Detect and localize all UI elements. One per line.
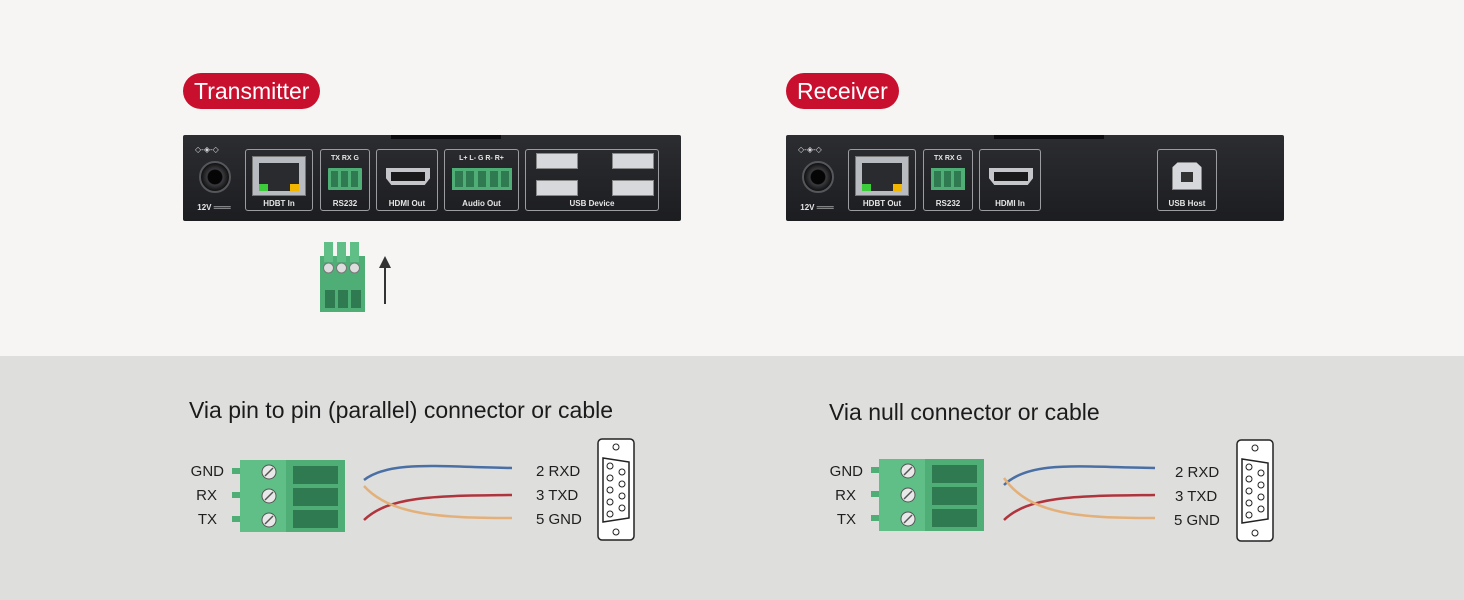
usb-b-icon [1172, 162, 1202, 190]
hdbt-label: HDBT Out [862, 199, 902, 208]
power-jack-icon [802, 161, 834, 193]
terminal-block-icon [328, 168, 362, 190]
transmitter-badge: Transmitter [183, 73, 321, 109]
usb-device-port: USB Device [525, 149, 659, 211]
device-lip [391, 135, 501, 139]
null-title: Via null connector or cable [829, 399, 1100, 425]
terminal-block-icon [871, 459, 984, 531]
usb-host-label: USB Host [1168, 199, 1206, 208]
power-jack-icon [199, 161, 231, 193]
hdbt-port: HDBT In [245, 149, 313, 211]
hdmi-label: HDMI In [995, 199, 1025, 208]
audio-label: Audio Out [462, 199, 501, 208]
pin-label-tx: TX [836, 511, 856, 528]
hdmi-icon [989, 168, 1033, 185]
device-lip [994, 135, 1104, 139]
db9-label-gnd: 5 GND [536, 511, 582, 528]
pin-label-rx: RX [835, 487, 856, 504]
transmitter-device: ◇-◈-◇ 12V ═══ HDBT In TX RX G RS232 HDMI… [183, 135, 681, 221]
hdmi-label: HDMI Out [388, 199, 426, 208]
hdmi-icon [386, 168, 430, 185]
rs232-label: RS232 [935, 199, 961, 208]
db9-label-rxd: 2 RXD [1175, 464, 1220, 481]
pin-label-gnd: GND [829, 463, 863, 480]
receiver-badge: Receiver [786, 73, 899, 109]
arrow-up-icon [379, 256, 391, 304]
audio-port: L+ L- G R- R+ Audio Out [444, 149, 519, 211]
power-label: 12V ═══ [197, 203, 231, 212]
rs232-pin-labels: TX RX G [330, 155, 359, 162]
receiver-device: ◇-◈-◇ 12V ═══ HDBT Out TX RX G RS232 HDM… [786, 135, 1284, 221]
pin-label-tx: TX [197, 511, 217, 528]
rs232-port: TX RX G RS232 [320, 149, 370, 211]
power-port: ◇-◈-◇ 12V ═══ [193, 143, 235, 215]
terminal-block-icon [232, 460, 345, 532]
rj45-icon [252, 156, 306, 196]
db9-label-rxd: 2 RXD [536, 463, 581, 480]
db9-label-txd: 3 TXD [536, 487, 579, 504]
usb-device-label: USB Device [569, 199, 615, 208]
usb-a-icon [612, 153, 654, 169]
pin-label-rx: RX [196, 487, 217, 504]
rs232-label: RS232 [332, 199, 358, 208]
db9-connector-icon [1236, 439, 1274, 542]
usb-host-port: USB Host [1157, 149, 1217, 211]
power-symbol: ◇-◈-◇ [195, 145, 219, 154]
db9-label-txd: 3 TXD [1175, 488, 1218, 505]
terminal-block-icon [931, 168, 965, 190]
null-wires [1002, 465, 1156, 521]
rj45-icon [855, 156, 909, 196]
terminal-plug-icon [320, 242, 365, 312]
hdbt-port: HDBT Out [848, 149, 916, 211]
hdbt-label: HDBT In [263, 199, 295, 208]
pin-label-gnd: GND [190, 463, 224, 480]
db9-label-gnd: 5 GND [1174, 512, 1220, 529]
hdmi-port: HDMI Out [376, 149, 438, 211]
db9-connector-icon [597, 438, 635, 541]
power-label: 12V ═══ [800, 203, 834, 212]
usb-a-icon [536, 180, 578, 196]
rs232-pin-labels: TX RX G [933, 155, 962, 162]
parallel-title: Via pin to pin (parallel) connector or c… [189, 397, 614, 423]
usb-a-icon [612, 180, 654, 196]
parallel-wires [363, 464, 513, 521]
usb-a-icon [536, 153, 578, 169]
hdmi-port: HDMI In [979, 149, 1041, 211]
audio-pin-labels: L+ L- G R- R+ [459, 155, 504, 162]
power-port: ◇-◈-◇ 12V ═══ [796, 143, 838, 215]
rs232-port: TX RX G RS232 [923, 149, 973, 211]
power-symbol: ◇-◈-◇ [798, 145, 822, 154]
audio-terminal-icon [452, 168, 512, 190]
